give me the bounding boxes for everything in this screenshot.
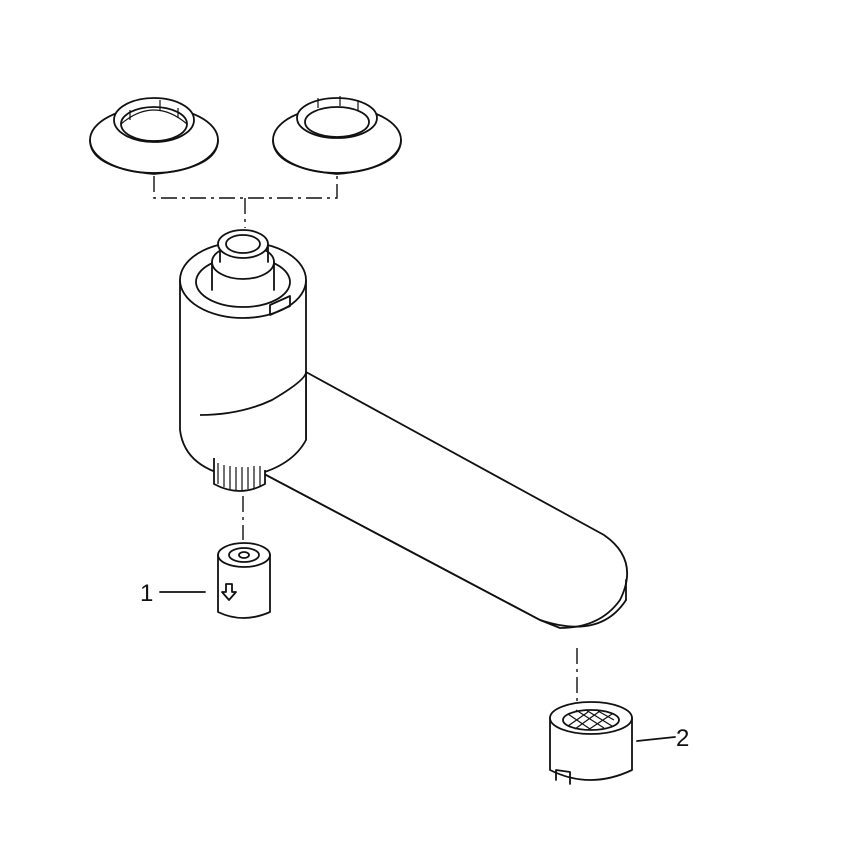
flow-arrow-icon	[221, 583, 237, 601]
escutcheon-rosette-right	[272, 96, 402, 175]
threaded-outlet	[213, 458, 266, 492]
escutcheon-rosette-left	[89, 97, 219, 175]
callout-2-leader	[636, 736, 676, 742]
callout-1: 1	[140, 580, 206, 607]
callout-2-label: 2	[676, 725, 689, 752]
callout-1-label: 1	[140, 580, 153, 607]
check-valve-part	[217, 542, 271, 619]
alignment-guide-rosettes	[153, 176, 338, 228]
aerator-part	[549, 701, 633, 785]
callout-2: 2	[636, 725, 689, 752]
spout-body	[179, 229, 307, 479]
